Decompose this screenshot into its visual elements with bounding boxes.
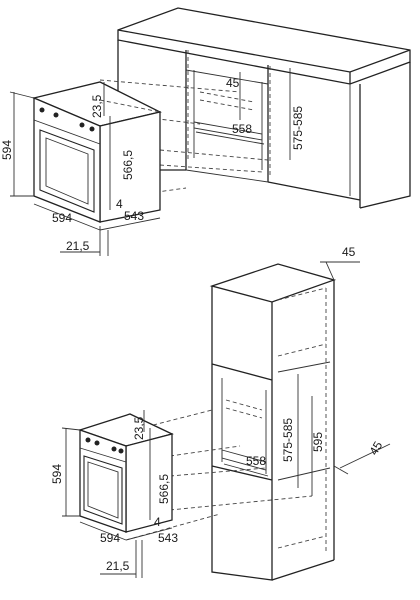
tall-cabinet: [209, 263, 337, 581]
knob-icon: [94, 440, 100, 446]
cabinet-height-label: 595: [311, 432, 325, 452]
oven-bottom: [77, 413, 174, 533]
inner-height-label: 566,5: [157, 474, 171, 504]
oven-height-label: 594: [50, 464, 64, 484]
knob-icon: [118, 448, 124, 454]
knob-icon: [85, 437, 91, 443]
knob-icon: [39, 107, 45, 113]
front-offset-label: 21,5: [106, 559, 130, 573]
inner-height-label: 566,5: [121, 150, 135, 180]
oven-door-glass: [39, 129, 95, 213]
knob-icon: [79, 122, 85, 128]
bottom-gap-label: 4: [154, 515, 161, 529]
knob-icon: [111, 446, 117, 452]
niche-opening: [185, 50, 271, 176]
column-niche: [221, 378, 267, 474]
oven-depth-label: 543: [124, 209, 144, 223]
undercounter-scene: 594 23,5 566,5 4 594 543 21,5 45 558 575…: [0, 7, 411, 256]
knob-icon: [53, 112, 59, 118]
oven-width-label: 594: [52, 211, 72, 225]
knob-icon: [89, 126, 95, 132]
dimension-lines-top: [9, 68, 291, 256]
worktop: [117, 7, 411, 85]
bottom-gap-label: 4: [116, 197, 123, 211]
niche-height-label: 575-585: [291, 106, 305, 150]
dimension-lines-bottom: [61, 261, 391, 578]
niche-height-label: 575-585: [281, 418, 295, 462]
oven-width-label: 594: [100, 531, 120, 545]
top-gap-label: 45: [342, 245, 356, 259]
front-offset-label: 21,5: [66, 239, 90, 253]
top-offset-label: 23,5: [90, 94, 104, 118]
oven-height-label: 594: [0, 140, 14, 160]
side-gap-label: 45: [366, 439, 385, 458]
niche-width-label: 558: [232, 122, 252, 136]
oven-top: [31, 81, 162, 223]
oven-depth-label: 543: [158, 531, 178, 545]
oven-door-glass: [83, 455, 123, 525]
top-offset-label: 23,5: [132, 416, 146, 440]
niche-width-label: 558: [246, 454, 266, 468]
column-scene: 594 23,5 566,5 4 594 543 21,5 558 575-58…: [50, 245, 391, 581]
rear-gap-label: 45: [226, 76, 240, 90]
